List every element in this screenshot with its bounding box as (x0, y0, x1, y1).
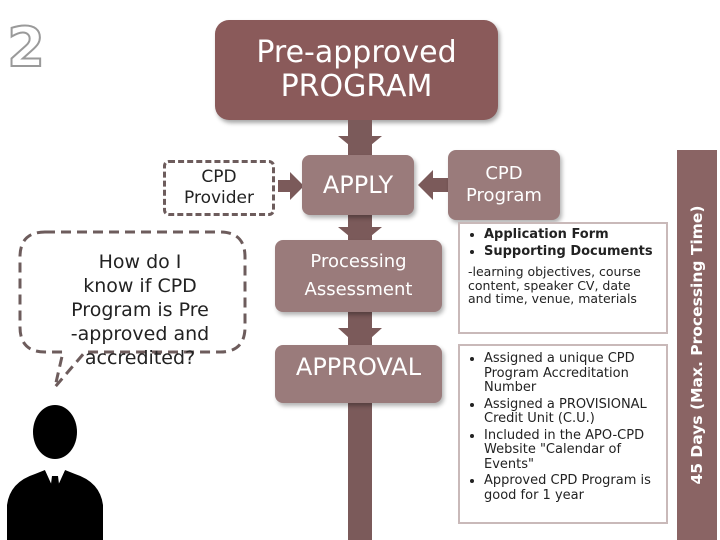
approval-outcomes-panel: Assigned a unique CPD Program Accreditat… (458, 344, 668, 524)
requirements-note: -learning objectives, course content, sp… (468, 264, 641, 306)
question-text: How do I know if CPD Program is Pre -app… (70, 251, 210, 369)
processing-time-label: 45 Days (Max. Processing Time) (688, 205, 706, 485)
flow-arrow-lower (338, 312, 382, 348)
outcome-item: Approved CPD Program is good for 1 year (484, 473, 658, 503)
flow-arrow-middle (338, 215, 382, 245)
processing-assessment-box: Processing Assessment (275, 240, 442, 312)
processing-time-bar: 45 Days (Max. Processing Time) (677, 150, 717, 540)
requirement-item: Application Form (484, 227, 658, 243)
title-box: Pre-approved PROGRAM (215, 20, 498, 120)
approval-box: APPROVAL (275, 345, 442, 403)
apply-box: APPLY (302, 155, 414, 215)
speech-bubble-icon (18, 230, 247, 388)
outcome-item: Assigned a PROVISIONAL Credit Unit (C.U.… (484, 397, 658, 427)
outcome-item: Included in the APO-CPD Website "Calenda… (484, 428, 658, 473)
flow-arrow-top (338, 120, 382, 154)
arrow-left-icon (418, 170, 448, 200)
cpd-provider-box: CPD Provider (163, 160, 275, 216)
title-text: Pre-approved PROGRAM (256, 35, 457, 104)
arrow-right-icon (278, 172, 304, 200)
requirement-item: Supporting Documents (484, 244, 658, 260)
cpd-program-box: CPD Program (448, 150, 560, 220)
outcome-item: Assigned a unique CPD Program Accreditat… (484, 351, 658, 396)
person-icon (7, 405, 103, 540)
requirements-panel: Application Form Supporting Documents -l… (458, 222, 668, 334)
slide-number: 2 (6, 16, 46, 79)
